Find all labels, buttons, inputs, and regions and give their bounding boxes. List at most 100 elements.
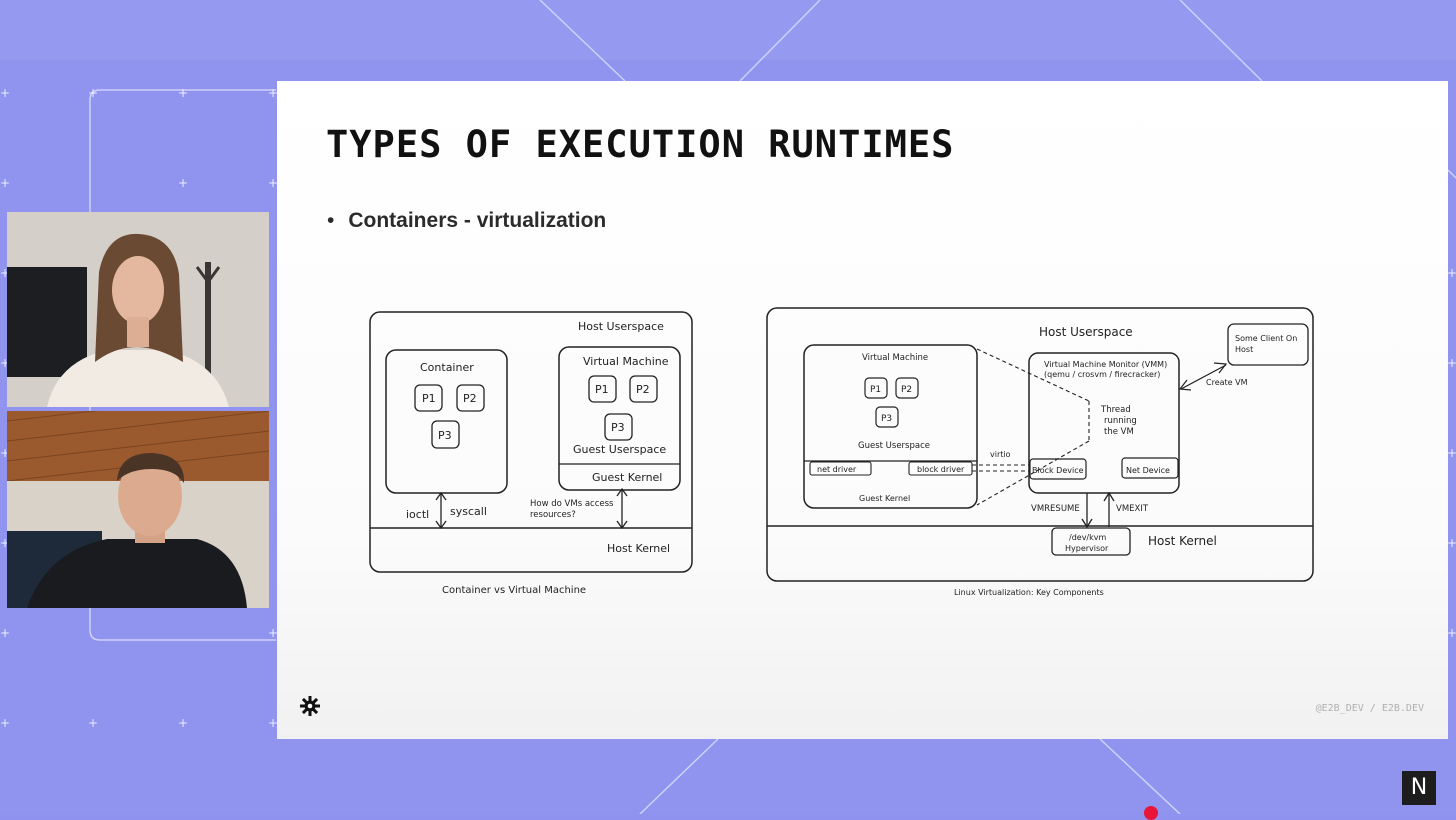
vm-box-left: [558, 346, 681, 491]
vmresume-label: VMRESUME: [1031, 504, 1080, 514]
guest-kernel-right: Guest Kernel: [859, 494, 910, 503]
svg-text:+: +: [268, 176, 278, 190]
participant-video-2: [7, 411, 269, 608]
guest-kernel-left: Guest Kernel: [592, 471, 662, 484]
vmm-box: [1028, 352, 1180, 494]
vm-p1-right: P1: [870, 385, 881, 395]
vm-label-left: Virtual Machine: [583, 355, 669, 368]
thread-line-2: running: [1104, 416, 1137, 426]
container-p1-box: [414, 384, 443, 412]
svg-text:+: +: [178, 86, 188, 100]
container-vs-vm-diagram: Host Userspace Container P1 P2 P3 Virtua…: [369, 311, 693, 596]
participant-2-image: [7, 411, 269, 608]
svg-text:+: +: [178, 716, 188, 730]
vm-p2-box-right: [895, 377, 919, 399]
net-driver-box: [809, 461, 872, 476]
svg-text:+: +: [178, 176, 188, 190]
slide-footer: @E2B_DEV / E2B.DEV: [1315, 703, 1424, 714]
right-caption: Linux Virtualization: Key Components: [954, 588, 1104, 597]
svg-text:+: +: [1447, 626, 1456, 640]
client-box: [1227, 323, 1309, 366]
vmm-line-2: (qemu / crosvm / firecracker): [1044, 370, 1160, 379]
svg-text:+: +: [0, 356, 10, 370]
svg-text:+: +: [0, 176, 10, 190]
svg-text:+: +: [268, 86, 278, 100]
container-p1: P1: [422, 392, 436, 405]
virtio-label: virtio: [990, 450, 1011, 459]
question-line-1: How do VMs access: [530, 499, 614, 509]
vm-p2-box-left: [629, 375, 658, 403]
diagrams: Host Userspace Container P1 P2 P3 Virtua…: [369, 307, 1314, 597]
svg-text:+: +: [268, 716, 278, 730]
vmm-line-1: Virtual Machine Monitor (VMM): [1044, 360, 1167, 369]
left-host-userspace: Host Userspace: [578, 320, 664, 333]
presentation-slide: TYPES OF EXECUTION RUNTIMES • Containers …: [277, 81, 1448, 739]
right-host-userspace: Host Userspace: [1039, 325, 1133, 339]
svg-text:+: +: [88, 86, 98, 100]
svg-text:+: +: [0, 626, 10, 640]
vm-p2-right: P2: [901, 385, 912, 395]
hypervisor-label: Hypervisor: [1065, 544, 1109, 553]
svg-text:+: +: [1447, 266, 1456, 280]
bullet-dot: •: [327, 209, 335, 232]
question-line-2: resources?: [530, 510, 576, 520]
host-kernel-right: Host Kernel: [1148, 534, 1217, 548]
vm-p3-box-right: [875, 406, 899, 428]
block-driver-label: block driver: [917, 465, 965, 474]
svg-text:+: +: [0, 86, 10, 100]
vm-p3-box-left: [604, 413, 633, 441]
vm-resource-arrowheads: [616, 487, 628, 530]
vm-projection-lines: [972, 348, 1090, 506]
vmexit-label: VMEXIT: [1116, 504, 1149, 514]
syscall-arrowheads: [435, 491, 447, 530]
host-frame-left: [369, 311, 693, 573]
vm-p1-box-right: [864, 377, 888, 399]
host-kernel-left: Host Kernel: [607, 542, 670, 555]
net-device-box: [1121, 457, 1179, 479]
svg-text:+: +: [0, 266, 10, 280]
syscall-label: syscall: [450, 505, 487, 518]
svg-text:+: +: [0, 446, 10, 460]
create-vm-label: Create VM: [1206, 378, 1248, 387]
svg-text:+: +: [1447, 446, 1456, 460]
svg-text:+: +: [1447, 356, 1456, 370]
channel-logo-icon: N: [1402, 771, 1436, 805]
block-driver-box: [908, 461, 973, 476]
vmexit-arrowhead: [1103, 491, 1115, 502]
net-driver-label: net driver: [817, 465, 857, 474]
left-caption: Container vs Virtual Machine: [442, 585, 586, 596]
thread-line-1: Thread: [1100, 405, 1131, 415]
svg-text:+: +: [88, 716, 98, 730]
vm-p1-box-left: [588, 375, 617, 403]
container-p3: P3: [438, 429, 452, 442]
vm-p1-left: P1: [595, 383, 609, 396]
vm-label-right: Virtual Machine: [862, 353, 928, 363]
container-label: Container: [420, 361, 474, 374]
svg-text:+: +: [0, 536, 10, 550]
client-line-2: Host: [1235, 345, 1253, 354]
vm-p3-right: P3: [881, 414, 892, 424]
guest-userspace-right: Guest Userspace: [858, 441, 930, 451]
linux-virtualization-diagram: Host Userspace Virtual Machine P1 P2 P3 …: [766, 307, 1314, 597]
svg-text:+: +: [0, 716, 10, 730]
vm-p2-left: P2: [636, 383, 650, 396]
vm-p3-left: P3: [611, 421, 625, 434]
ioctl-label: ioctl: [406, 508, 429, 521]
container-box: [385, 349, 508, 494]
svg-text:+: +: [1447, 536, 1456, 550]
bullet-point: • Containers - virtualization: [327, 209, 606, 233]
e2b-logo-icon: [300, 696, 320, 716]
bullet-text: Containers - virtualization: [348, 209, 607, 232]
host-frame-right: [766, 307, 1314, 582]
dev-kvm-label: /dev/kvm: [1069, 533, 1106, 542]
svg-text:+: +: [268, 626, 278, 640]
container-p2: P2: [463, 392, 477, 405]
guest-userspace-left: Guest Userspace: [573, 443, 666, 456]
vmresume-arrowhead: [1081, 518, 1093, 529]
container-p3-box: [431, 420, 460, 449]
client-line-1: Some Client On: [1235, 334, 1297, 343]
block-device-label: Block Device: [1032, 466, 1084, 475]
create-vm-arrowheads: [1178, 362, 1228, 391]
vm-box-right: [803, 344, 978, 509]
slide-title: TYPES OF EXECUTION RUNTIMES: [326, 123, 955, 166]
